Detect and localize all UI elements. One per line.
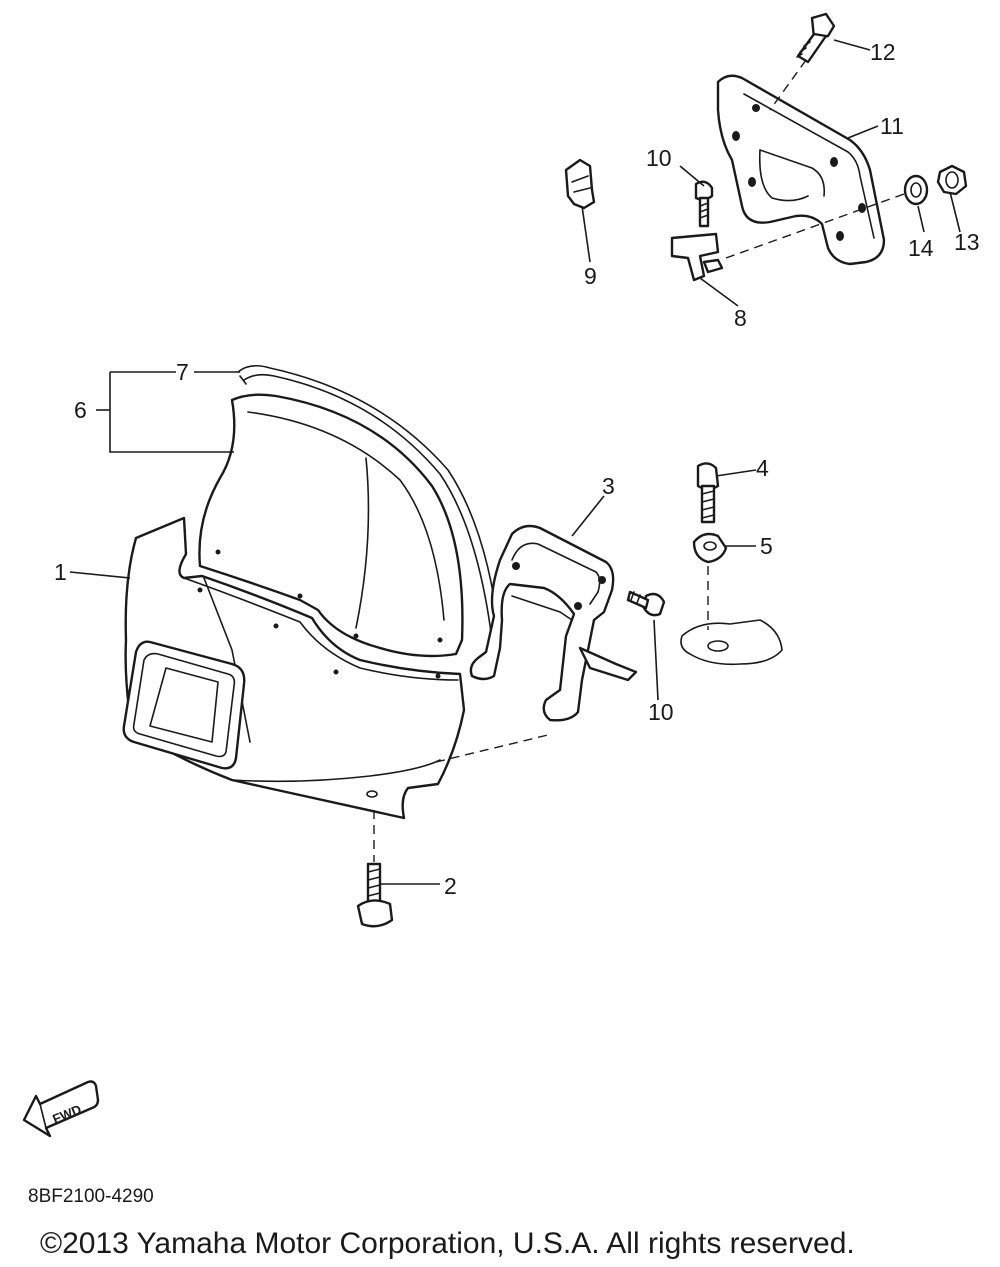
callout-4: 4 [756, 455, 769, 481]
cowling-part-1 [122, 516, 466, 820]
callouts: 12 11 10 9 8 14 13 7 6 1 3 4 5 10 2 [54, 39, 980, 899]
callout-3: 3 [602, 473, 615, 499]
bolt-part-4 [696, 462, 720, 524]
bolt-part-12 [796, 12, 836, 64]
leader-lines [69, 39, 961, 885]
assembly-lines [373, 59, 905, 862]
diagram-code: 8BF2100-4290 [28, 1186, 154, 1207]
callout-13: 13 [954, 229, 980, 255]
mount-bracket-part-3 [469, 524, 638, 722]
callout-1: 1 [54, 559, 67, 585]
callout-8: 8 [734, 305, 747, 331]
bolt-part-10-lower [626, 590, 666, 617]
callout-2: 2 [444, 873, 457, 899]
callout-10-upper: 10 [646, 145, 672, 171]
bolt-part-2 [356, 862, 394, 928]
callout-7: 7 [176, 359, 189, 385]
small-bracket-part-9 [564, 158, 596, 210]
bracket-part-8 [670, 232, 724, 282]
callout-10-lower: 10 [648, 699, 674, 725]
callout-14: 14 [908, 235, 934, 261]
callout-5: 5 [760, 533, 773, 559]
callout-9: 9 [584, 263, 597, 289]
collar-part-14 [903, 174, 929, 206]
callout-6: 6 [74, 397, 87, 423]
callout-12: 12 [870, 39, 896, 65]
windscreen-part-6 [198, 393, 464, 658]
bolt-part-10-upper [694, 180, 714, 228]
mounting-plate [680, 619, 783, 666]
copyright-notice: ©2013 Yamaha Motor Corporation, U.S.A. A… [40, 1227, 855, 1260]
seal-strip-part-7 [237, 364, 501, 641]
stay-bracket-part-11 [716, 74, 886, 266]
nut-part-13 [936, 164, 968, 196]
callout-11: 11 [880, 113, 904, 139]
nut-part-5 [692, 532, 728, 564]
fwd-arrow-icon: FWD [22, 1080, 100, 1138]
